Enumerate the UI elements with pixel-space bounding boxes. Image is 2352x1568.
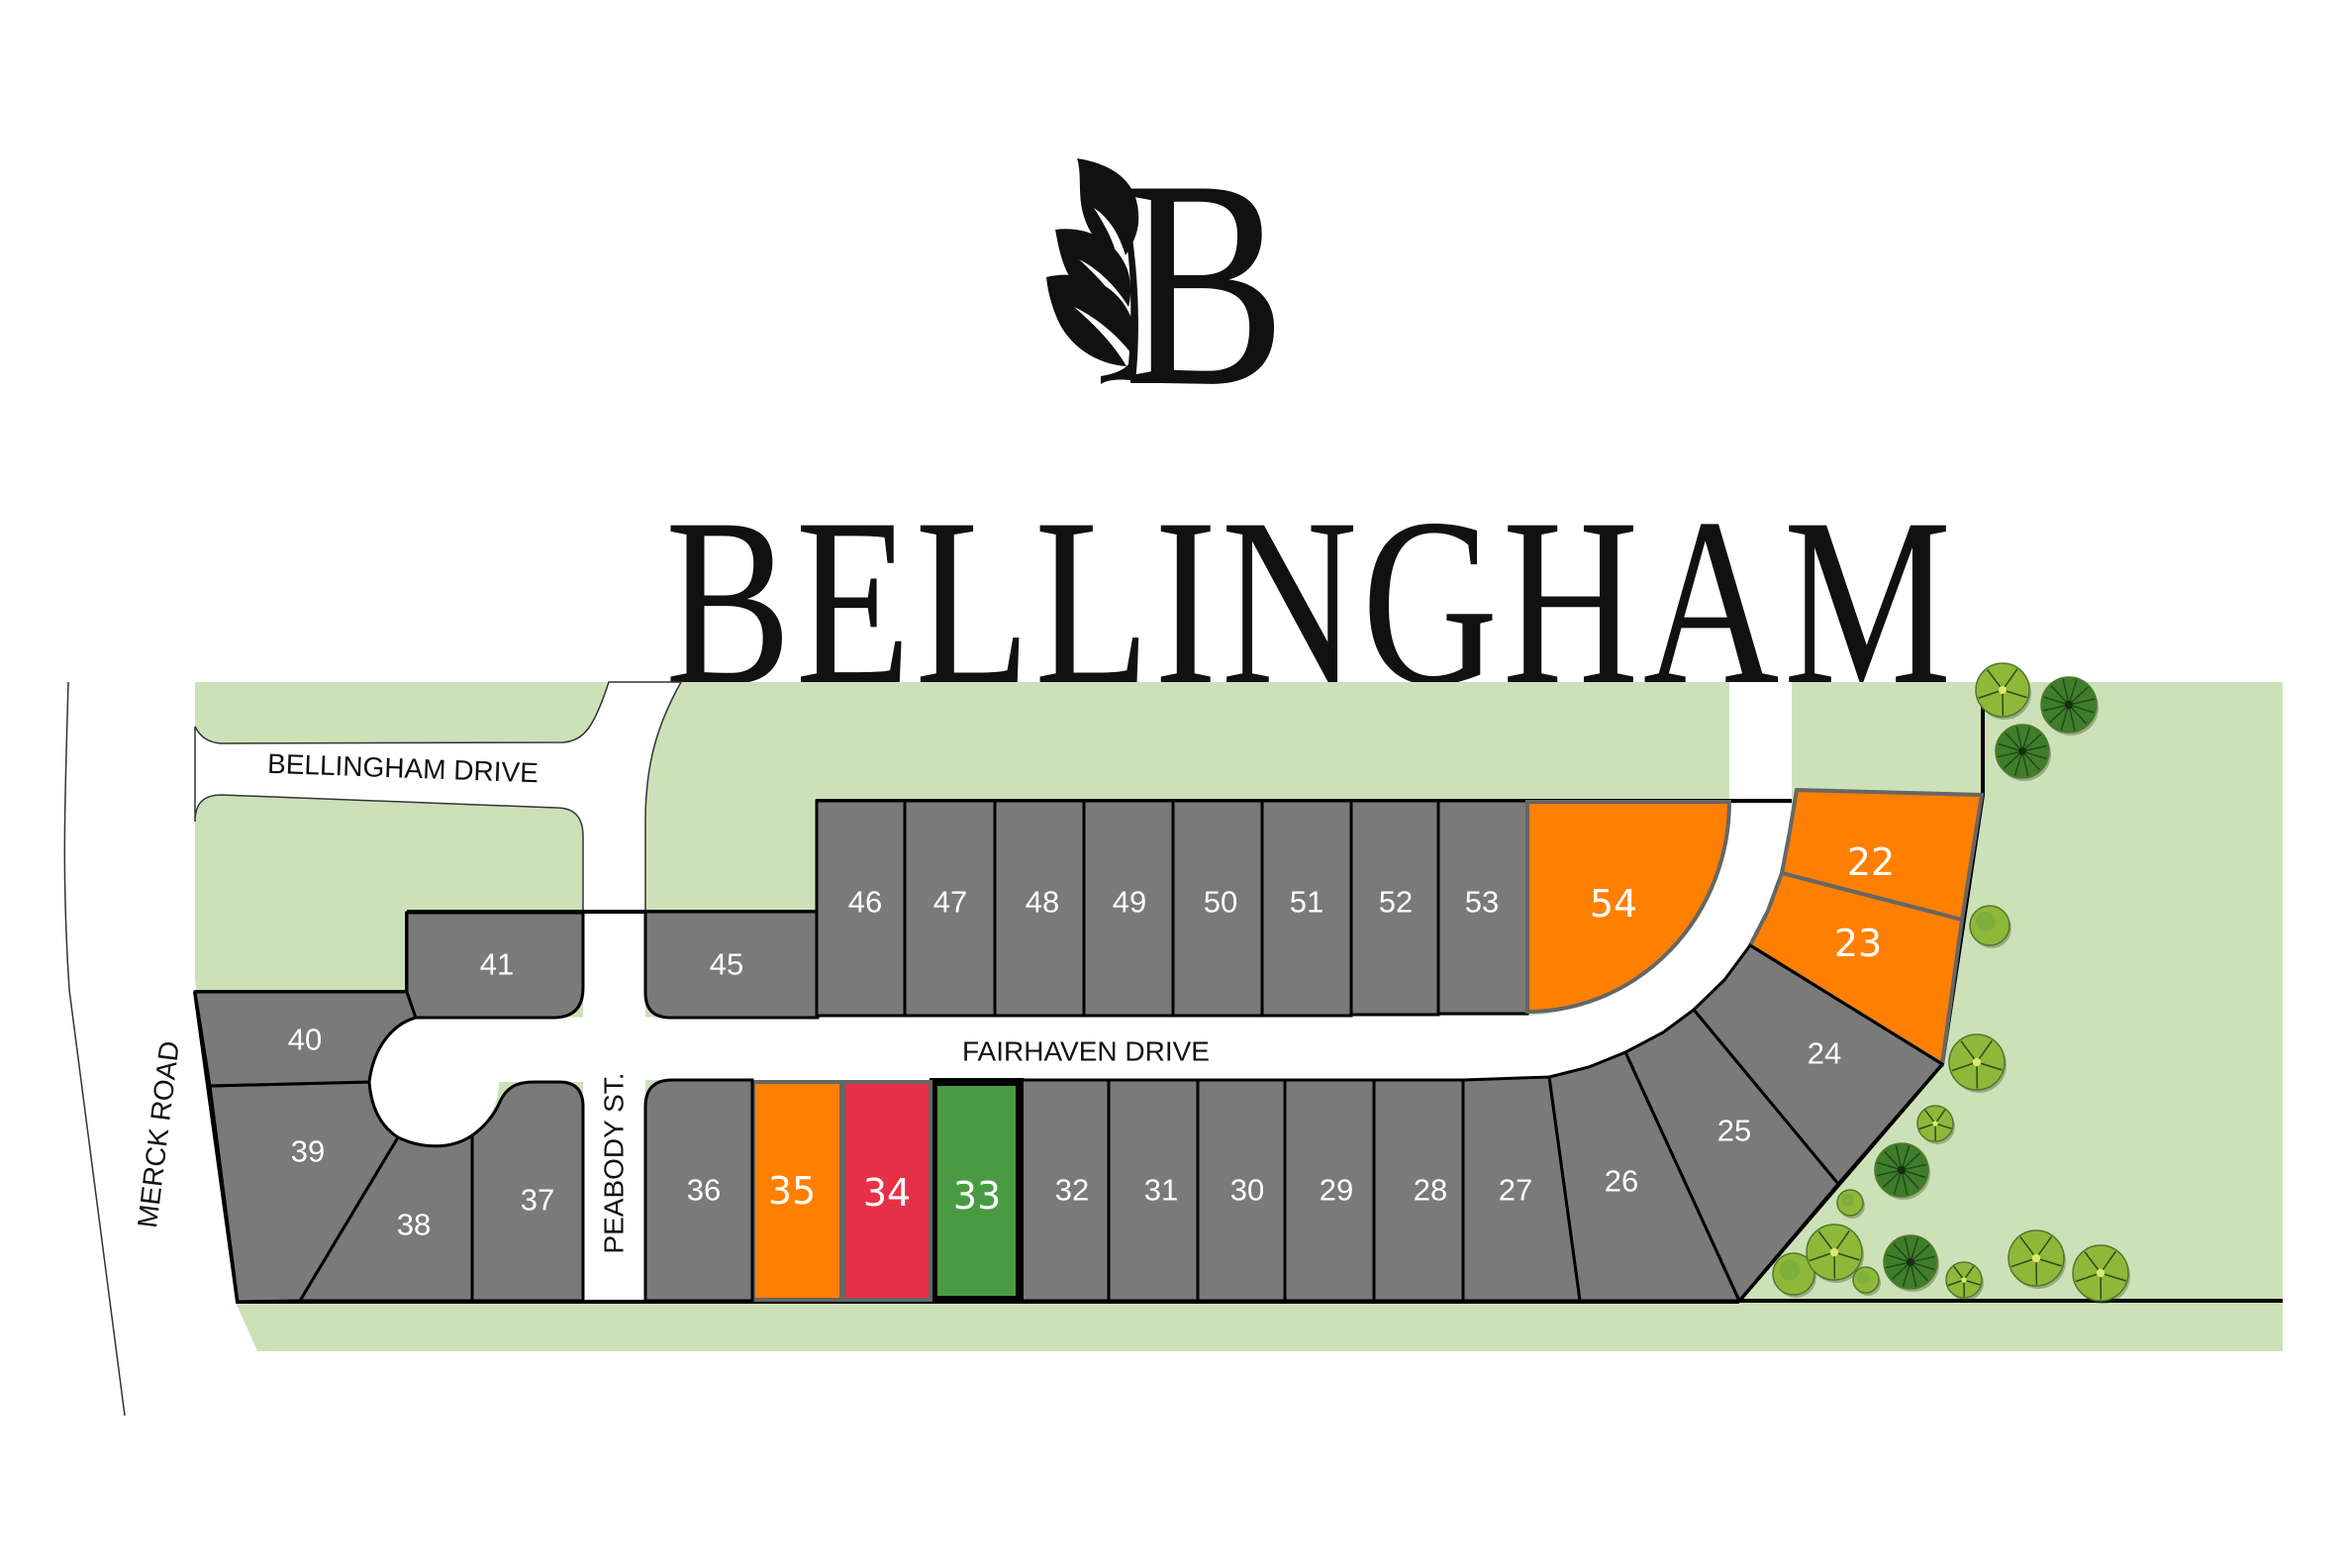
trees bbox=[1772, 662, 2130, 1304]
lot-28[interactable]: 28 bbox=[1372, 1078, 1465, 1303]
lot-shape[interactable] bbox=[405, 911, 585, 1020]
leaf-icon bbox=[1046, 158, 1139, 384]
tree-icon bbox=[2040, 676, 2099, 735]
tree-icon bbox=[1806, 1224, 1864, 1283]
lot-shape[interactable] bbox=[643, 910, 820, 1020]
tree-icon bbox=[1916, 1105, 1955, 1144]
lot-38[interactable]: 38 bbox=[297, 1132, 474, 1303]
lot-41[interactable]: 41 bbox=[405, 911, 585, 1020]
tree-icon bbox=[1883, 1234, 1939, 1292]
bellingham-drive bbox=[194, 681, 683, 913]
lot-shape[interactable] bbox=[1525, 800, 1732, 1015]
lot-number: 38 bbox=[397, 1208, 431, 1242]
lot-49[interactable]: 49 bbox=[1082, 799, 1175, 1018]
lot-shape[interactable] bbox=[643, 1078, 754, 1303]
lot-number: 30 bbox=[1230, 1173, 1264, 1208]
lot-number: 23 bbox=[1834, 922, 1882, 965]
lot-shape[interactable] bbox=[297, 1132, 474, 1303]
lot-shape[interactable] bbox=[470, 1080, 585, 1303]
lot-number: 39 bbox=[291, 1134, 325, 1169]
lot-number: 24 bbox=[1808, 1036, 1841, 1071]
lot-number: 32 bbox=[1055, 1173, 1089, 1208]
lot-50[interactable]: 50 bbox=[1171, 799, 1264, 1018]
lot-number: 28 bbox=[1414, 1173, 1447, 1208]
lot-number: 47 bbox=[933, 885, 967, 920]
street-label-fairhaven-drive: FAIRHAVEN DRIVE bbox=[962, 1036, 1210, 1067]
tree-icon bbox=[2008, 1229, 2066, 1289]
lot-number: 41 bbox=[480, 947, 514, 982]
lot-47[interactable]: 47 bbox=[903, 799, 997, 1018]
lot-number: 27 bbox=[1499, 1173, 1532, 1208]
lot-45[interactable]: 45 bbox=[643, 910, 820, 1020]
lot-number: 46 bbox=[848, 885, 882, 920]
merck-road bbox=[68, 682, 257, 1351]
lot-shape[interactable] bbox=[930, 1078, 1024, 1304]
lot-35[interactable]: 35 bbox=[751, 1080, 843, 1302]
lot-number: 50 bbox=[1204, 885, 1237, 920]
monogram-letter: B bbox=[1124, 120, 1286, 416]
lot-54[interactable]: 54 bbox=[1525, 800, 1732, 1015]
lot-number: 53 bbox=[1465, 885, 1499, 920]
lot-39[interactable]: 39 bbox=[208, 1080, 401, 1304]
lot-number: 51 bbox=[1290, 885, 1323, 920]
lot-37[interactable]: 37 bbox=[470, 1080, 585, 1303]
lot-48[interactable]: 48 bbox=[993, 799, 1086, 1018]
lot-number: 22 bbox=[1847, 840, 1895, 884]
lot-31[interactable]: 31 bbox=[1107, 1078, 1200, 1303]
lot-32[interactable]: 32 bbox=[1018, 1078, 1111, 1303]
lot-number: 36 bbox=[687, 1173, 721, 1208]
tree-icon bbox=[1852, 1266, 1881, 1296]
street-label-peabody-st: PEABODY ST. bbox=[599, 1072, 630, 1253]
lot-number: 49 bbox=[1113, 885, 1146, 920]
lot-number: 31 bbox=[1144, 1173, 1178, 1208]
lot-number: 48 bbox=[1026, 885, 1059, 920]
lot-52[interactable]: 52 bbox=[1349, 799, 1440, 1017]
lot-33[interactable]: 33 bbox=[930, 1078, 1024, 1304]
lot-29[interactable]: 29 bbox=[1283, 1078, 1376, 1303]
lot-number: 45 bbox=[710, 947, 743, 982]
lot-number: 26 bbox=[1605, 1164, 1638, 1199]
tree-icon bbox=[1772, 1252, 1816, 1298]
lot-30[interactable]: 30 bbox=[1196, 1078, 1287, 1303]
lot-26[interactable]: 26 bbox=[1547, 1050, 1742, 1303]
lot-number: 35 bbox=[768, 1169, 816, 1213]
tree-icon bbox=[1874, 1142, 1930, 1200]
lot-number: 52 bbox=[1379, 885, 1413, 920]
lot-number: 37 bbox=[521, 1183, 554, 1218]
lot-number: 40 bbox=[288, 1023, 322, 1057]
lot-number: 54 bbox=[1590, 882, 1637, 926]
lot-shape[interactable] bbox=[208, 1080, 401, 1304]
lot-number: 33 bbox=[953, 1174, 1001, 1218]
tree-icon bbox=[1945, 1261, 1984, 1301]
lot-53[interactable]: 53 bbox=[1436, 799, 1529, 1016]
lot-number: 34 bbox=[863, 1171, 911, 1215]
lot-46[interactable]: 46 bbox=[815, 799, 907, 1018]
lot-number: 29 bbox=[1320, 1173, 1353, 1208]
lot-51[interactable]: 51 bbox=[1260, 799, 1353, 1018]
tree-icon bbox=[1948, 1033, 2007, 1093]
tree-icon bbox=[1995, 724, 2051, 781]
tree-icon bbox=[2072, 1244, 2130, 1304]
lot-36[interactable]: 36 bbox=[643, 1078, 754, 1303]
lot-number: 25 bbox=[1717, 1114, 1751, 1148]
tree-icon bbox=[1975, 662, 2031, 720]
tree-icon bbox=[1969, 905, 2011, 948]
monogram-icon: B bbox=[1046, 120, 1286, 416]
peabody-st bbox=[583, 912, 645, 1302]
lot-34[interactable]: 34 bbox=[841, 1080, 932, 1302]
tree-icon bbox=[1836, 1189, 1865, 1219]
lots: 22 23 24 25 26 27 28 29 30 31 32 33 34 35 36 37 38 39 40 41… bbox=[193, 787, 1985, 1304]
